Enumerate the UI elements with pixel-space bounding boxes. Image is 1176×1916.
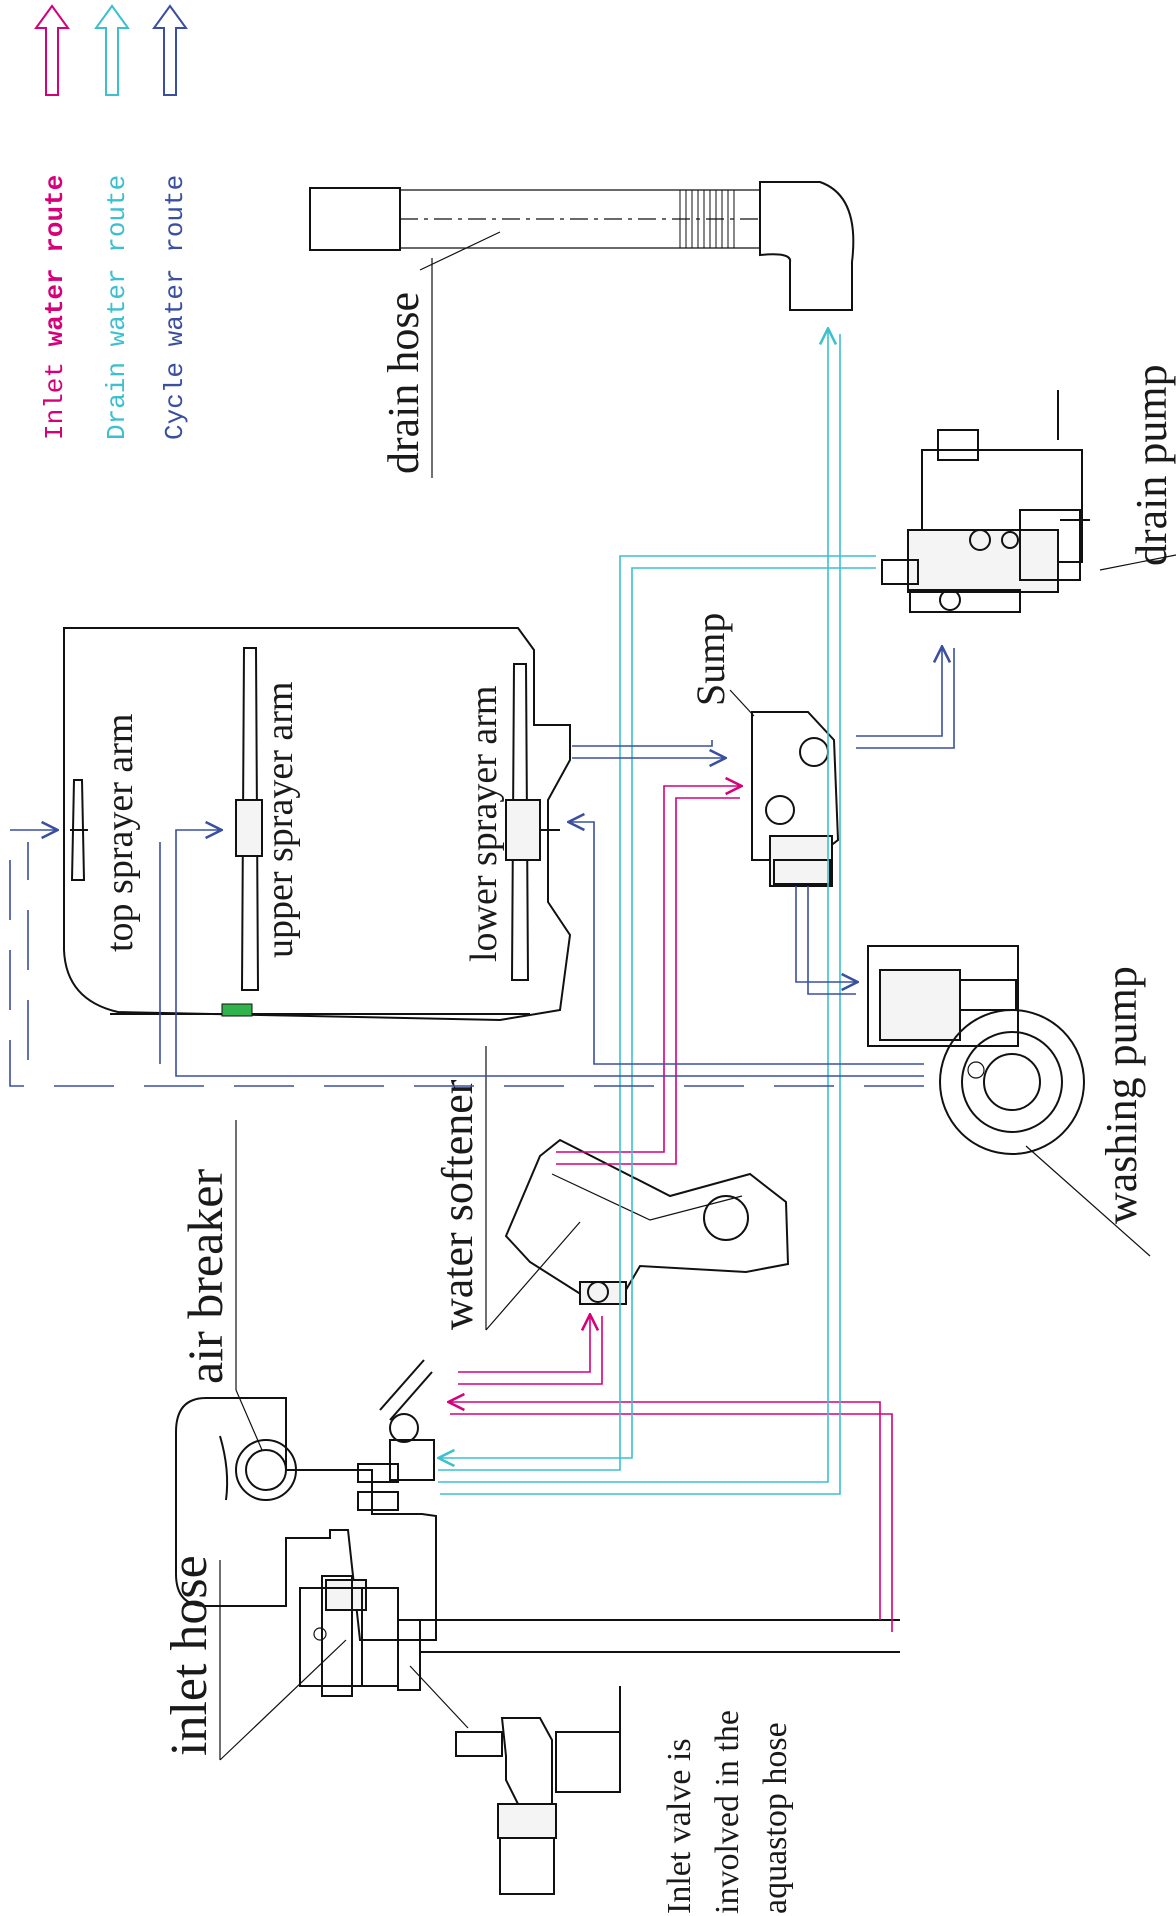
water-softener-label: water softener — [433, 1079, 482, 1330]
cycle-route-tub-to-sump — [572, 740, 713, 747]
drain-pump-label: drain pump — [1127, 364, 1176, 566]
drain-route-to-drain-hose-inner — [440, 334, 841, 1495]
cycle-route-sump-to-washing-pump-inner — [807, 886, 856, 995]
inlet-valve — [455, 1686, 621, 1895]
cycle-legend-arrow-icon — [152, 4, 188, 96]
lower-sprayer-arm-label: lower sprayer arm — [463, 686, 505, 962]
tub — [63, 627, 572, 1022]
top-sprayer-arm-label: top sprayer arm — [99, 714, 141, 952]
sump-label: Sump — [688, 613, 733, 706]
water-softener-leader — [485, 1221, 581, 1331]
air-breaker-leader — [235, 1389, 263, 1451]
cycle-route-to-upper-arm — [175, 830, 924, 1077]
drain-hose-label: drain hose — [379, 292, 428, 474]
inlet-route-to-softener — [458, 1316, 590, 1373]
air-breaker-label: air breaker — [177, 1169, 233, 1384]
drain-pump-leader — [1099, 554, 1176, 571]
inlet-route-to-air-breaker — [450, 1402, 881, 1620]
drain-route-pump-to-breaker — [440, 567, 876, 1458]
cycle-route-to-top-arm — [9, 830, 924, 1087]
drain-pump — [881, 390, 1090, 613]
cycle-route-sump-to-washing-pump — [795, 886, 856, 982]
inlet-valve-note-line-1: Inlet valve is — [661, 1738, 698, 1914]
upper-sprayer-arm — [235, 647, 263, 991]
inlet-hose-label: inlet hose — [161, 1555, 218, 1756]
drain-route-to-drain-hose — [438, 330, 828, 1483]
washing-pump-label: washing pump — [1097, 966, 1146, 1224]
inlet-route-to-sump-inner — [556, 797, 740, 1165]
inlet-hose — [299, 1575, 900, 1697]
inlet-hose-leader — [219, 1639, 347, 1761]
lower-sprayer-arm — [505, 663, 560, 981]
inlet-valve-note-line-3: aquastop hose — [757, 1722, 794, 1914]
sump — [729, 689, 840, 887]
inlet-legend-label: Inlet water route — [40, 175, 70, 440]
upper-sprayer-arm-label: upper sprayer arm — [259, 682, 301, 958]
washing-pump-leader — [1025, 1145, 1151, 1257]
inlet-route-to-softener-inner — [458, 1316, 603, 1385]
top-sprayer-arm — [70, 779, 88, 881]
inlet-valve-note-line-2: involved in the — [709, 1710, 746, 1914]
inlet-route-to-air-breaker-inner — [450, 1413, 893, 1632]
inlet-route — [450, 786, 893, 1632]
washing-pump — [867, 945, 1085, 1155]
cycle-route-to-drain-pump-inner — [856, 648, 955, 749]
drain-hose — [309, 181, 855, 311]
cycle-route — [9, 648, 955, 1087]
cycle-route-to-lower-arm — [570, 822, 924, 1065]
air-breaker — [175, 1359, 437, 1641]
inlet-route-to-sump — [556, 786, 740, 1153]
inlet-valve-leader — [409, 1665, 469, 1729]
cycle-route-to-drain-pump — [856, 648, 942, 737]
inlet-legend-arrow-icon — [34, 4, 70, 96]
cycle-legend-label: Cycle water route — [160, 175, 190, 440]
water-softener — [504, 1138, 790, 1305]
drain-route — [438, 330, 876, 1495]
drain-legend-label: Drain water route — [102, 175, 132, 440]
legend: Inlet water route Drain water route Cycl… — [34, 4, 190, 440]
drain-legend-arrow-icon — [94, 4, 130, 96]
inlet-legend-bold: water route — [40, 175, 70, 347]
tub-indicator-icon — [221, 1003, 253, 1017]
drain-route-sump-to-pump — [438, 555, 876, 1471]
inlet-legend-prefix: Inlet — [40, 346, 70, 440]
